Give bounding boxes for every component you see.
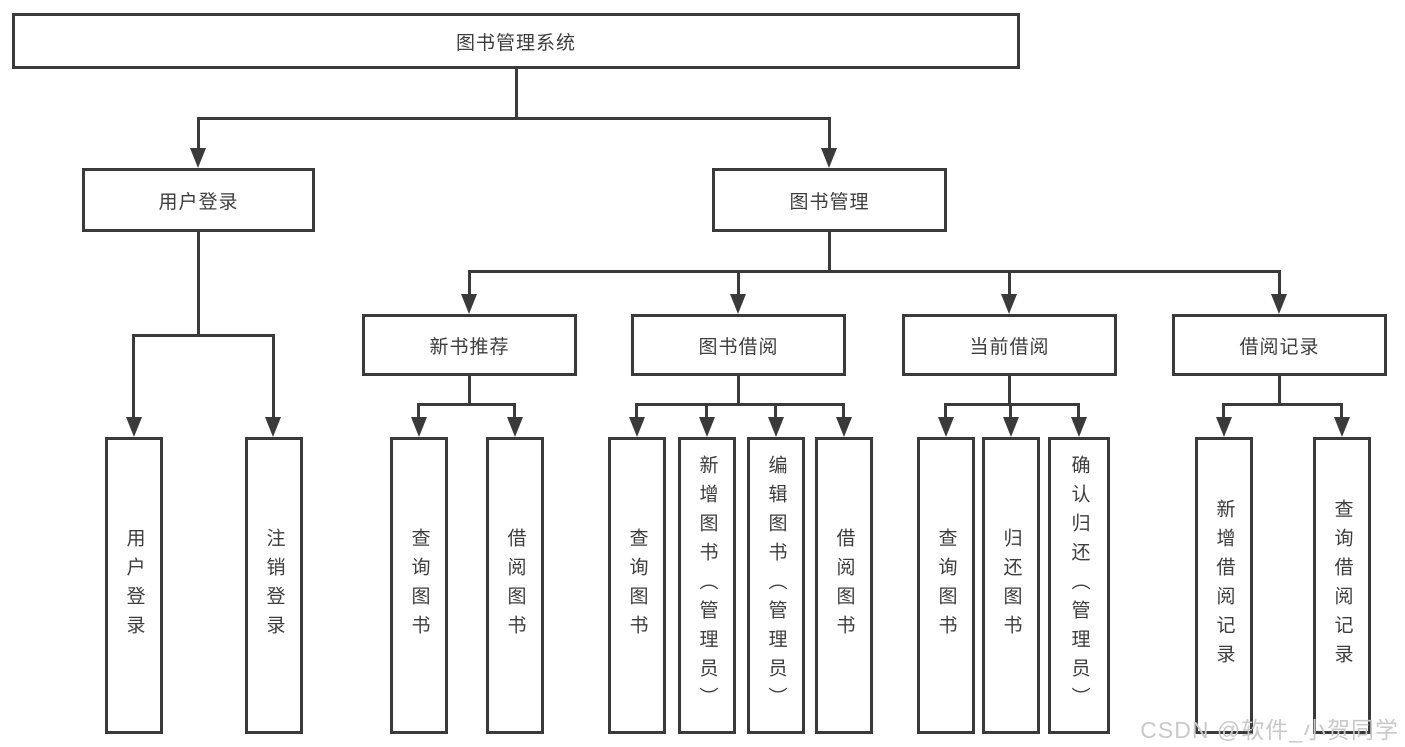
leaf-cb-query-books-label: 查询图书	[935, 527, 957, 644]
connector-line	[197, 117, 831, 120]
arrowhead-down-icon	[411, 417, 427, 437]
leaf-br-query-record: 查询借阅记录	[1313, 437, 1371, 734]
leaf-bb-query-books-label: 查询图书	[626, 527, 648, 644]
connector-line	[1340, 403, 1343, 418]
arrowhead-down-icon	[126, 417, 142, 437]
node-root-label: 图书管理系统	[455, 32, 576, 54]
connector-line	[1077, 403, 1080, 418]
node-root: 图书管理系统	[12, 13, 1020, 69]
arrowhead-down-icon	[1271, 294, 1287, 314]
connector-line	[1009, 403, 1012, 418]
node-borrowing-records: 借阅记录	[1172, 314, 1387, 376]
connector-line	[468, 270, 471, 296]
node-book-management-label: 图书管理	[789, 191, 870, 213]
connector-line	[1222, 403, 1343, 406]
leaf-br-query-record-label: 查询借阅记录	[1331, 498, 1353, 673]
arrowhead-down-icon	[699, 417, 715, 437]
arrowhead-down-icon	[190, 148, 206, 168]
connector-line	[515, 69, 518, 119]
leaf-user-login-label: 用户登录	[123, 527, 145, 644]
leaf-br-add-record-label: 新增借阅记录	[1213, 498, 1235, 673]
connector-line	[828, 117, 831, 151]
connector-line	[1222, 403, 1225, 418]
node-user-login: 用户登录	[82, 168, 315, 232]
arrowhead-down-icon	[768, 417, 784, 437]
leaf-rec-borrow-books: 借阅图书	[486, 437, 544, 734]
arrowhead-down-icon	[507, 417, 523, 437]
leaf-bb-add-books: 新增图书（管理员）	[678, 437, 736, 734]
connector-line	[197, 117, 200, 151]
arrowhead-down-icon	[1001, 294, 1017, 314]
connector-line	[705, 403, 708, 418]
leaf-rec-borrow-books-label: 借阅图书	[504, 527, 526, 644]
leaf-user-login: 用户登录	[105, 437, 163, 734]
connector-line	[513, 403, 516, 418]
connector-line	[417, 403, 515, 406]
connector-line	[1278, 270, 1281, 296]
arrowhead-down-icon	[821, 148, 837, 168]
arrowhead-down-icon	[1216, 417, 1232, 437]
leaf-cb-return-books: 归还图书	[982, 437, 1040, 734]
node-user-login-label: 用户登录	[158, 191, 239, 213]
csdn-watermark: CSDN @软件_小贺同学	[1140, 717, 1399, 743]
leaf-cb-confirm-return-label: 确认归还（管理员）	[1068, 455, 1090, 716]
arrowhead-down-icon	[461, 294, 477, 314]
leaf-bb-query-books: 查询图书	[608, 437, 666, 734]
node-current-borrowing: 当前借阅	[902, 314, 1117, 376]
node-book-borrowing: 图书借阅	[631, 314, 846, 376]
connector-line	[468, 270, 1281, 273]
node-book-borrowing-label: 图书借阅	[698, 336, 779, 358]
connector-line	[417, 403, 420, 418]
leaf-rec-query-books-label: 查询图书	[408, 527, 430, 644]
connector-line	[774, 403, 777, 418]
leaf-bb-edit-books-label: 编辑图书（管理员）	[765, 455, 787, 716]
node-book-management: 图书管理	[712, 168, 947, 232]
leaf-bb-borrow-books: 借阅图书	[815, 437, 873, 734]
leaf-bb-edit-books: 编辑图书（管理员）	[747, 437, 805, 734]
leaf-cb-return-books-label: 归还图书	[1000, 527, 1022, 644]
connector-line	[272, 334, 275, 418]
connector-line	[132, 334, 135, 418]
connector-line	[132, 334, 275, 337]
connector-line	[468, 376, 471, 406]
node-current-borrowing-label: 当前借阅	[969, 336, 1050, 358]
leaf-logout-label: 注销登录	[263, 527, 285, 644]
connector-line	[828, 232, 831, 273]
connector-line	[635, 403, 845, 406]
leaf-cb-confirm-return: 确认归还（管理员）	[1048, 437, 1110, 734]
arrowhead-down-icon	[1334, 417, 1350, 437]
connector-line	[842, 403, 845, 418]
arrowhead-down-icon	[629, 417, 645, 437]
arrowhead-down-icon	[265, 417, 281, 437]
arrowhead-down-icon	[938, 417, 954, 437]
connector-line	[737, 270, 740, 296]
connector-line	[1008, 376, 1011, 406]
leaf-bb-add-books-label: 新增图书（管理员）	[696, 455, 718, 716]
connector-line	[1278, 376, 1281, 406]
connector-line	[944, 403, 947, 418]
node-borrowing-records-label: 借阅记录	[1239, 336, 1320, 358]
arrowhead-down-icon	[1071, 417, 1087, 437]
leaf-bb-borrow-books-label: 借阅图书	[833, 527, 855, 644]
node-new-book-recommend-label: 新书推荐	[429, 336, 510, 358]
arrowhead-down-icon	[1003, 417, 1019, 437]
leaf-br-add-record: 新增借阅记录	[1195, 437, 1253, 734]
node-new-book-recommend: 新书推荐	[362, 314, 577, 376]
leaf-cb-query-books: 查询图书	[917, 437, 975, 734]
connector-line	[1008, 270, 1011, 296]
leaf-logout: 注销登录	[245, 437, 303, 734]
leaf-rec-query-books: 查询图书	[390, 437, 448, 734]
arrowhead-down-icon	[836, 417, 852, 437]
connector-line	[635, 403, 638, 418]
connector-line	[737, 376, 740, 406]
arrowhead-down-icon	[730, 294, 746, 314]
connector-line	[197, 232, 200, 336]
